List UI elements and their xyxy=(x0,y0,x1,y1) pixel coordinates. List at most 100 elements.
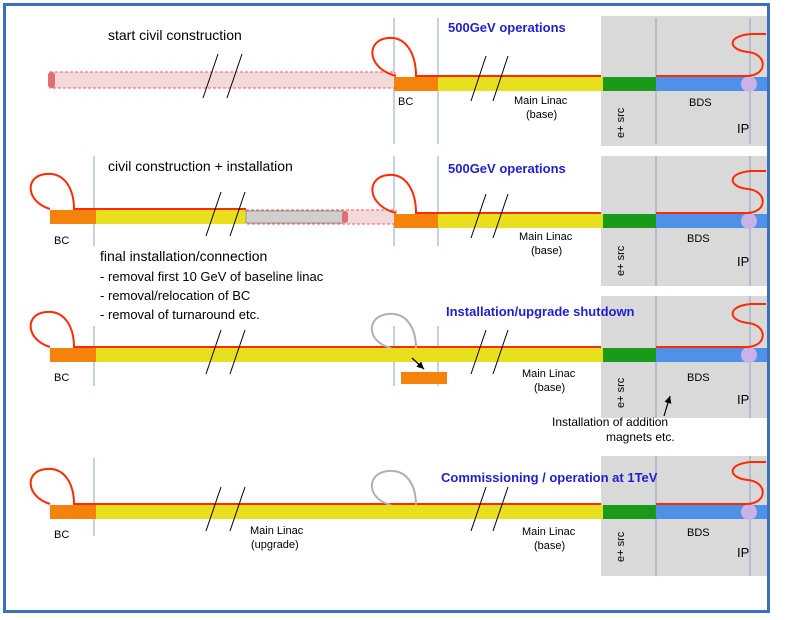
bc-label: BC xyxy=(398,96,413,108)
turnaround-loop-icon xyxy=(656,303,766,348)
break-mark-icon xyxy=(226,53,243,99)
ip-label: IP xyxy=(737,545,749,560)
break-mark-icon xyxy=(205,191,222,237)
esrc-label: e+ src xyxy=(615,245,627,276)
main-linac-base xyxy=(446,505,603,519)
break-mark-icon xyxy=(229,329,246,375)
bc-block xyxy=(50,210,96,224)
status-label: 500GeV operations xyxy=(448,20,566,35)
linac-label-line2: (base) xyxy=(526,109,557,121)
esrc-label: e+ src xyxy=(615,107,627,138)
break-mark-icon xyxy=(470,329,487,375)
status-label: Installation/upgrade shutdown xyxy=(446,304,635,319)
upgrade-label-line1: Main Linac xyxy=(250,525,304,537)
break-mark-icon xyxy=(470,486,487,532)
tunnel-start-cap xyxy=(48,72,55,88)
break-mark-icon xyxy=(470,55,487,102)
bc-label: BC xyxy=(54,235,69,247)
tunnel-end-cap xyxy=(342,211,348,223)
ip-label: IP xyxy=(737,121,749,136)
relocated-bc-block xyxy=(401,372,447,384)
bds-label: BDS xyxy=(689,97,712,109)
stage-3-installation-upgrade-shutdown: Installation/upgrade shutdown BC Main Li… xyxy=(29,296,767,444)
break-mark-icon xyxy=(229,191,246,237)
turnaround-loop-icon xyxy=(371,173,601,214)
stage-title: start civil construction xyxy=(108,27,242,43)
positron-source xyxy=(603,214,656,228)
break-mark-icon xyxy=(492,193,509,239)
turnaround-loop-icon xyxy=(371,36,601,77)
diagram-frame: start civil construction 500GeV operatio… xyxy=(3,3,770,613)
upgrade-label-line2: (upgrade) xyxy=(251,539,299,551)
break-mark-icon xyxy=(492,486,509,532)
break-mark-icon xyxy=(492,55,509,102)
note-line: - removal of turnaround etc. xyxy=(100,307,260,322)
linac-label-line2: (base) xyxy=(531,245,562,257)
bc-block xyxy=(50,348,96,362)
bc-block xyxy=(394,77,438,91)
linac-label-line1: Main Linac xyxy=(522,526,576,538)
main-linac-base xyxy=(438,77,603,91)
bds-section xyxy=(656,77,767,91)
main-linac-base xyxy=(446,348,603,362)
turnaround-loop-icon xyxy=(656,170,766,214)
linac-label-line2: (base) xyxy=(534,540,565,552)
status-label: Commissioning / operation at 1TeV xyxy=(441,470,658,485)
status-label: 500GeV operations xyxy=(448,161,566,176)
bc-block xyxy=(50,505,96,519)
linac-label-line1: Main Linac xyxy=(519,231,573,243)
arrow-icon xyxy=(663,395,672,417)
bc-label: BC xyxy=(54,372,69,384)
tunnel-under-construction xyxy=(49,71,396,89)
positron-source xyxy=(603,505,656,519)
esrc-label: e+ src xyxy=(615,377,627,408)
turnaround-loop-icon xyxy=(656,461,766,505)
ip-circle-icon xyxy=(741,76,757,92)
note-line: final installation/connection xyxy=(100,248,267,264)
removed-turnaround-loop-icon xyxy=(370,469,417,506)
positron-source xyxy=(603,77,656,91)
turnaround-loop-icon xyxy=(29,467,601,505)
note-line: - removal/relocation of BC xyxy=(100,288,250,303)
annotation-line2: magnets etc. xyxy=(606,430,675,444)
note-line: - removal first 10 GeV of baseline linac xyxy=(100,269,324,284)
linac-label-line1: Main Linac xyxy=(522,368,576,380)
bds-label: BDS xyxy=(687,233,710,245)
linac-being-installed xyxy=(245,210,345,224)
bds-section xyxy=(656,214,767,228)
removed-turnaround-loop-icon xyxy=(370,312,417,349)
stage-title: civil construction + installation xyxy=(108,158,293,174)
turnaround-loop-icon xyxy=(29,172,246,210)
bc-label: BC xyxy=(54,529,69,541)
bds-section xyxy=(656,348,767,362)
main-linac-upgrade-partial xyxy=(96,210,246,224)
esrc-label: e+ src xyxy=(615,531,627,562)
bds-label: BDS xyxy=(687,527,710,539)
break-mark-icon xyxy=(470,193,487,239)
break-mark-icon xyxy=(202,53,219,99)
linac-label-line2: (base) xyxy=(534,382,565,394)
turnaround-loop-icon xyxy=(656,33,766,77)
break-mark-icon xyxy=(205,486,222,532)
linac-label-line1: Main Linac xyxy=(514,95,568,107)
ilc-upgrade-stages-diagram: start civil construction 500GeV operatio… xyxy=(29,16,767,576)
ip-circle-icon xyxy=(741,213,757,229)
break-mark-icon xyxy=(229,486,246,532)
main-linac-base xyxy=(438,214,603,228)
annotation-line1: Installation of addition xyxy=(552,415,668,429)
stage-4-commissioning-1tev: Commissioning / operation at 1TeV BC Mai… xyxy=(29,456,767,576)
bc-block xyxy=(394,214,438,228)
arrow-icon xyxy=(411,357,425,370)
break-mark-icon xyxy=(205,329,222,375)
positron-source xyxy=(603,348,656,362)
main-linac-upgrade xyxy=(96,348,446,362)
turnaround-loop-icon xyxy=(29,310,601,348)
bds-section xyxy=(656,505,767,519)
stage-2-civil-construction-installation: civil construction + installation 500GeV… xyxy=(29,156,767,322)
break-mark-icon xyxy=(492,329,509,375)
bds-label: BDS xyxy=(687,372,710,384)
main-linac-upgrade xyxy=(96,505,446,519)
ip-circle-icon xyxy=(741,504,757,520)
ip-label: IP xyxy=(737,254,749,269)
stage-1-start-civil-construction: start civil construction 500GeV operatio… xyxy=(48,16,767,146)
